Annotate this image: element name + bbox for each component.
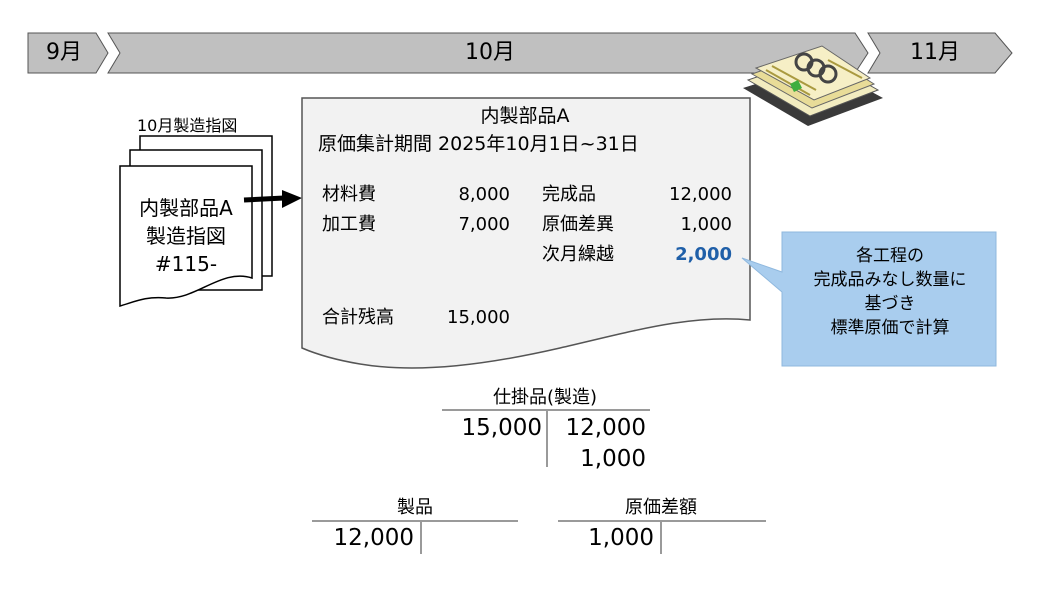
timeline — [27, 32, 1013, 74]
timeline-next-segment — [867, 32, 1013, 74]
cost-variance-value: 1,000 — [680, 214, 732, 235]
total-balance-value: 15,000 — [447, 307, 510, 328]
callout-line-4: 標準原価で計算 — [830, 318, 950, 338]
order-document-front: 内製部品A 製造指図 #115- — [120, 194, 252, 278]
callout-shape — [741, 231, 997, 367]
order-document-stack — [119, 135, 273, 307]
variance-account-title: 原価差額 — [625, 497, 697, 518]
product-account-hline — [312, 520, 518, 522]
callout-line-2: 完成品みなし数量に — [813, 270, 967, 290]
finished-goods-label: 完成品 — [542, 184, 596, 205]
ledger-book-icon — [743, 45, 883, 126]
order-doc-line-2: 製造指図 — [146, 224, 226, 248]
carry-forward-value: 2,000 — [675, 244, 732, 265]
timeline-prev-segment — [27, 32, 109, 74]
summary-title: 内製部品A — [480, 105, 570, 127]
total-balance-label: 合計残高 — [322, 307, 394, 328]
wip-credit-value-1: 12,000 — [565, 415, 646, 441]
wip-debit-value: 15,000 — [461, 415, 542, 441]
product-debit-value: 12,000 — [333, 525, 414, 551]
summary-card-shape — [301, 97, 751, 369]
material-cost-label: 材料費 — [322, 184, 376, 205]
variance-account-hline — [558, 520, 766, 522]
product-account-vline — [420, 522, 422, 554]
processing-cost-label: 加工費 — [322, 214, 376, 235]
callout-line-3: 基づき — [864, 294, 916, 314]
cost-variance-label: 原価差異 — [542, 214, 614, 235]
wip-account-title: 仕掛品(製造) — [492, 387, 598, 408]
timeline-next-label: 11月 — [910, 40, 960, 65]
product-account-title: 製品 — [397, 497, 433, 518]
wip-credit-value-2: 1,000 — [580, 446, 646, 472]
right-arrow-icon — [243, 190, 302, 208]
timeline-current-label: 10月 — [465, 40, 515, 65]
order-doc-line-1: 内製部品A — [139, 196, 233, 220]
carry-forward-label: 次月繰越 — [542, 244, 614, 265]
summary-period: 原価集計期間 2025年10月1日~31日 — [318, 133, 639, 155]
processing-cost-value: 7,000 — [458, 214, 510, 235]
variance-debit-value: 1,000 — [588, 525, 654, 551]
wip-account-hline — [442, 409, 650, 411]
callout-line-1: 各工程の — [856, 246, 924, 266]
variance-account-vline — [660, 522, 662, 554]
finished-goods-value: 12,000 — [669, 184, 732, 205]
wip-account-vline — [546, 411, 548, 467]
order-doc-line-3: #115- — [154, 252, 218, 276]
callout-text: 各工程の 完成品みなし数量に 基づき 標準原価で計算 — [782, 244, 998, 340]
timeline-prev-label: 9月 — [46, 40, 82, 65]
order-stack-label: 10月製造指図 — [137, 116, 238, 135]
material-cost-value: 8,000 — [458, 184, 510, 205]
